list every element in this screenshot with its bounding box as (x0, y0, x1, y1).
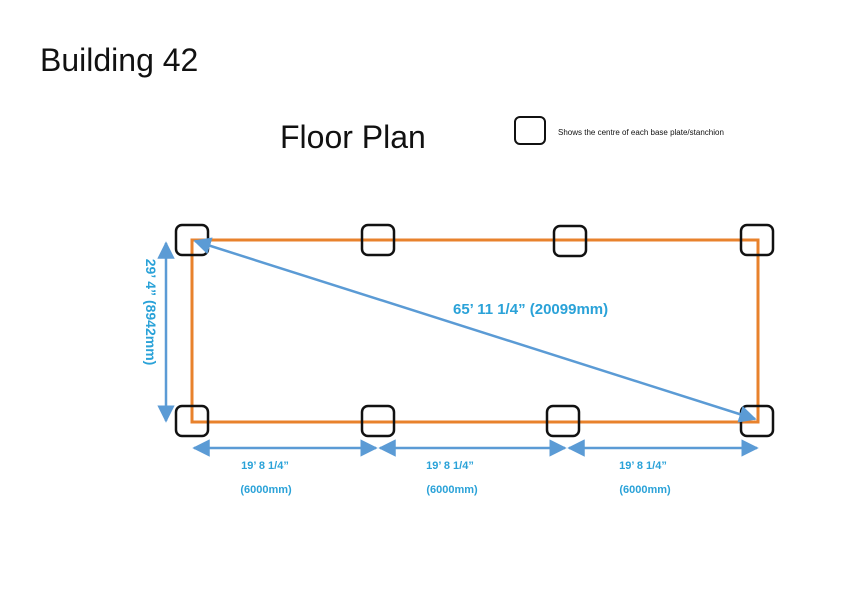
diagonal-dimension-arrow (193, 237, 757, 423)
bay-metric-label: (6000mm) (426, 484, 478, 496)
bay-metric-label: (6000mm) (619, 484, 671, 496)
height-dimension-label: 29’ 4” (8942mm) (143, 259, 159, 366)
bay-imperial-label: 19’ 8 1/4” (241, 460, 289, 472)
plan-title: Floor Plan (280, 119, 426, 155)
bay-imperial-label: 19’ 8 1/4” (426, 460, 474, 472)
diagonal-dimension-label: 65’ 11 1/4” (20099mm) (453, 301, 608, 318)
building-title: Building 42 (40, 42, 199, 78)
bay-metric-label: (6000mm) (240, 484, 292, 496)
legend-text: Shows the centre of each base plate/stan… (558, 128, 724, 137)
bay-imperial-label: 19’ 8 1/4” (619, 460, 667, 472)
square-outline-icon (514, 116, 546, 145)
